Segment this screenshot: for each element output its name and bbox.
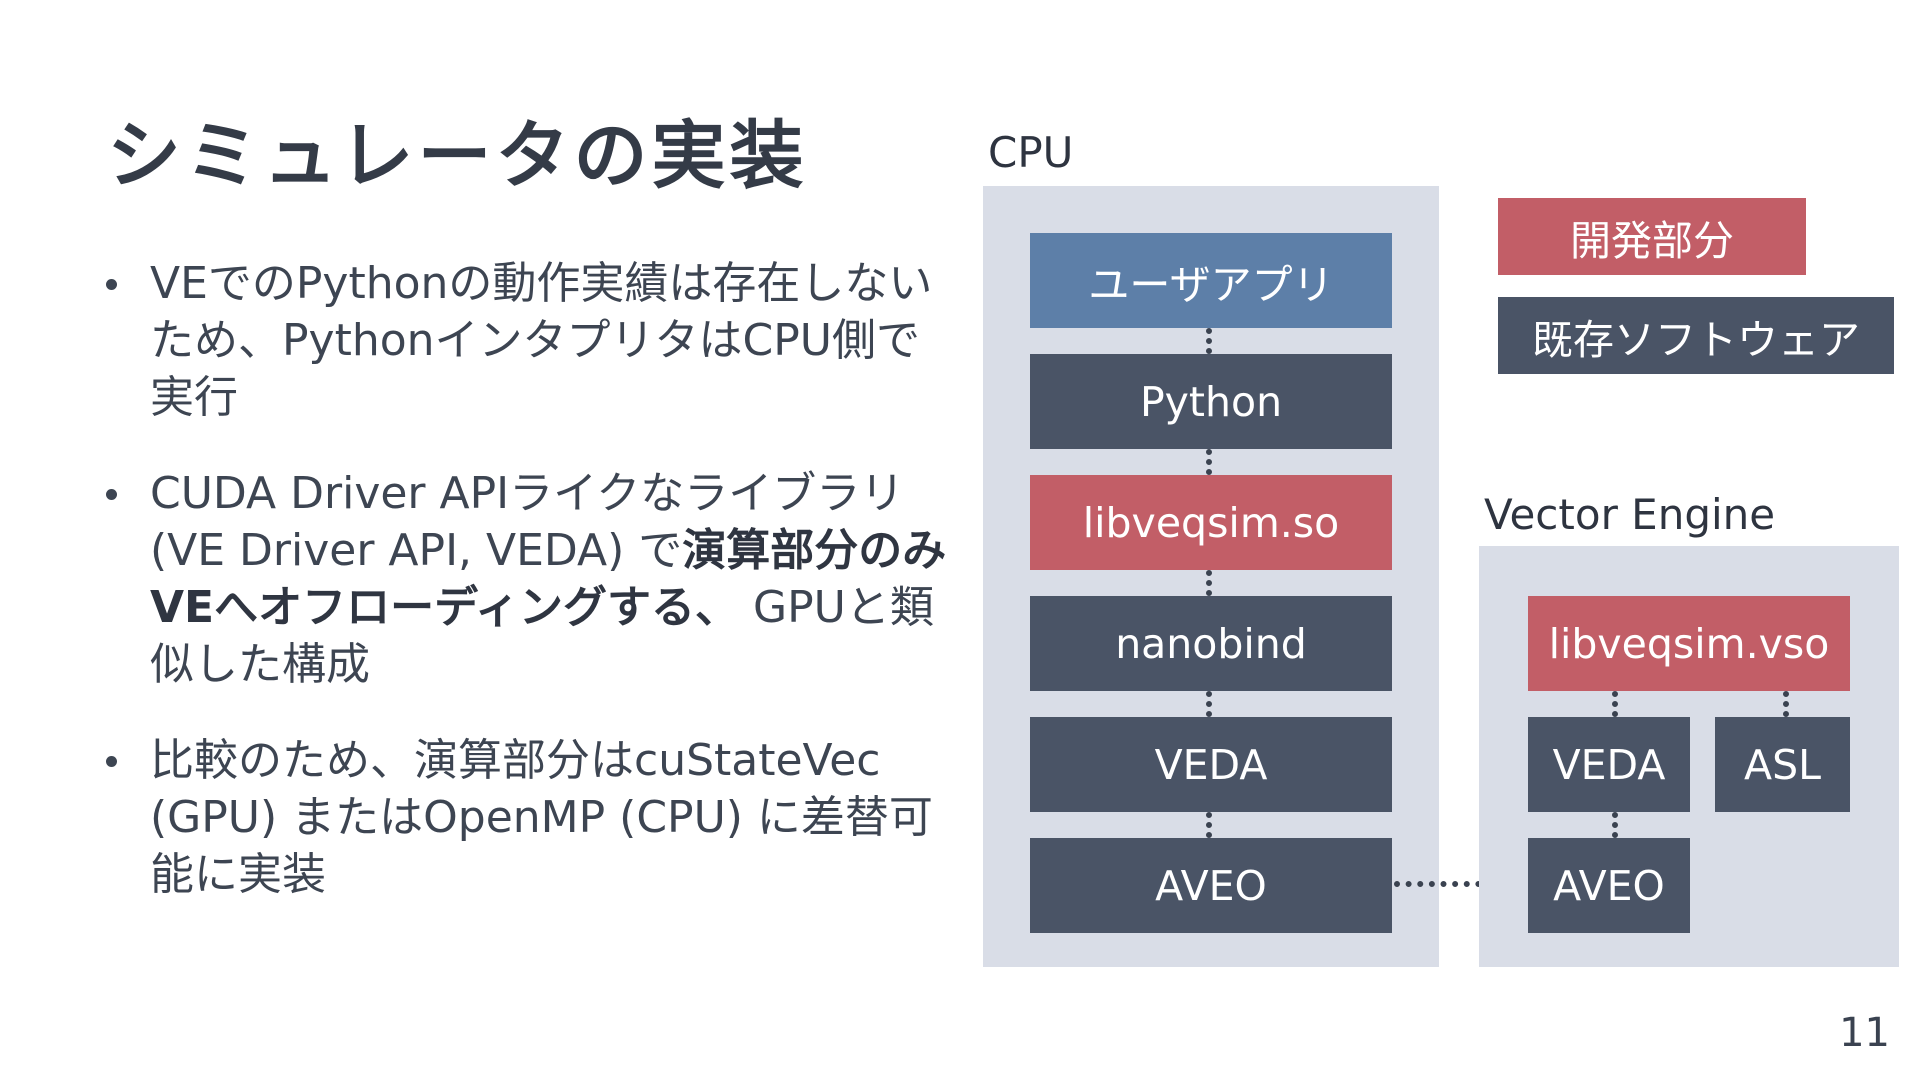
ve-aveo-box: AVEO	[1528, 838, 1690, 933]
bullet-text-bold: 演算部分のみVEへオフローディングする、	[150, 525, 947, 633]
bullet-list: VEでのPythonの動作実績は存在しないため、PythonインタプリタはCPU…	[100, 255, 960, 942]
bullet-item-3: 比較のため、演算部分はcuStateVec (GPU) またはOpenMP (C…	[100, 732, 960, 903]
cpu-veda-box: VEDA	[1030, 717, 1392, 812]
connector-vso-asl	[1783, 691, 1789, 717]
bullet-text: GPUと類似した構成	[150, 582, 934, 690]
python-box: Python	[1030, 354, 1392, 449]
bullet-dot-icon	[106, 756, 117, 767]
bullet-text: 比較のため、演算部分はcuStateVec (GPU) またはOpenMP (C…	[150, 735, 933, 900]
bullet-text: VEでのPythonの動作実績は存在しないため、PythonインタプリタはCPU…	[150, 258, 933, 423]
legend-existing: 既存ソフトウェア	[1498, 297, 1894, 374]
connector-libveqsim-nanobind	[1206, 570, 1212, 596]
page-number: 11	[1839, 1010, 1890, 1056]
bullet-dot-icon	[106, 489, 117, 500]
bullet-dot-icon	[106, 279, 117, 290]
connector-vso-veda	[1612, 691, 1618, 717]
connector-userapp-python	[1206, 328, 1212, 354]
legend-developed: 開発部分	[1498, 198, 1806, 275]
nanobind-box: nanobind	[1030, 596, 1392, 691]
connector-veda-aveo	[1206, 812, 1212, 838]
asl-box: ASL	[1715, 717, 1850, 812]
ve-veda-box: VEDA	[1528, 717, 1690, 812]
connector-aveo-link	[1394, 881, 1528, 887]
slide-title: シミュレータの実装	[107, 113, 808, 199]
connector-ve-veda-aveo	[1612, 812, 1618, 838]
cpu-group-label: CPU	[988, 128, 1074, 177]
user-app-box: ユーザアプリ	[1030, 233, 1392, 328]
libveqsim-vso-box: libveqsim.vso	[1528, 596, 1850, 691]
libveqsim-so-box: libveqsim.so	[1030, 475, 1392, 570]
bullet-text: CUDA Driver APIライクなライブラリ (VE Driver API,…	[150, 468, 905, 576]
bullet-item-2: CUDA Driver APIライクなライブラリ (VE Driver API,…	[100, 465, 960, 693]
connector-nanobind-veda	[1206, 691, 1212, 717]
connector-python-libveqsim	[1206, 449, 1212, 475]
ve-group-label: Vector Engine	[1484, 490, 1776, 539]
cpu-aveo-box: AVEO	[1030, 838, 1392, 933]
bullet-item-1: VEでのPythonの動作実績は存在しないため、PythonインタプリタはCPU…	[100, 255, 960, 426]
